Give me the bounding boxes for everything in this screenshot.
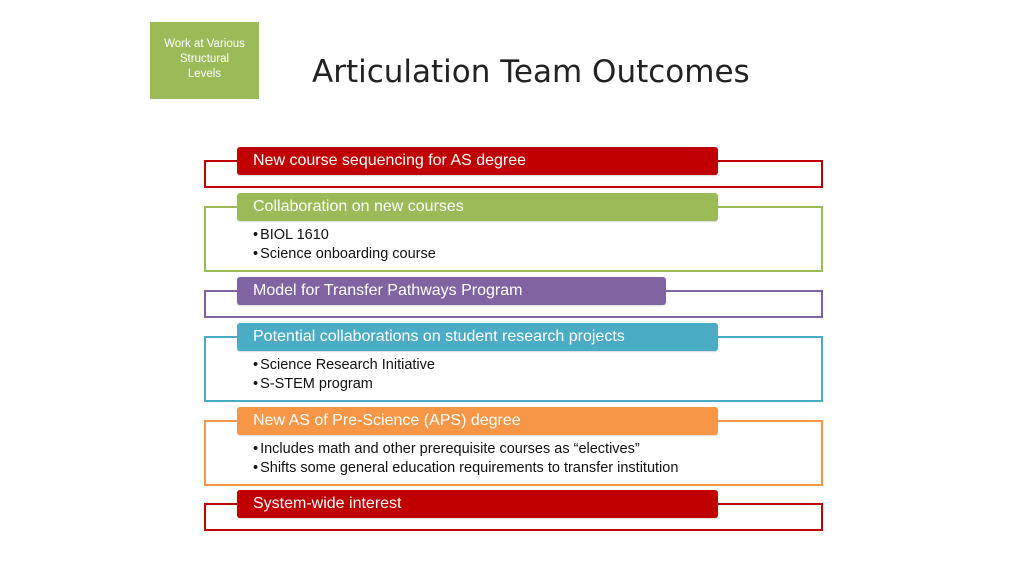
bullet-item: S-STEM program xyxy=(253,375,435,394)
slide-title: Articulation Team Outcomes xyxy=(312,54,750,90)
structural-levels-badge: Work at Various Structural Levels xyxy=(150,22,259,99)
outcome-bullets: BIOL 1610 Science onboarding course xyxy=(253,226,436,264)
outcome-header: System-wide interest xyxy=(237,490,718,518)
bullet-item: Science Research Initiative xyxy=(253,356,435,375)
outcome-header: New course sequencing for AS degree xyxy=(237,147,718,175)
outcome-bullets: Includes math and other prerequisite cou… xyxy=(253,440,678,478)
outcome-header: New AS of Pre-Science (APS) degree xyxy=(237,407,718,435)
outcome-header: Collaboration on new courses xyxy=(237,193,718,221)
outcome-bullets: Science Research Initiative S-STEM progr… xyxy=(253,356,435,394)
outcome-header: Model for Transfer Pathways Program xyxy=(237,277,666,305)
badge-line: Levels xyxy=(187,68,222,80)
bullet-item: Shifts some general education requiremen… xyxy=(253,459,678,478)
bullet-item: Includes math and other prerequisite cou… xyxy=(253,440,678,459)
bullet-item: BIOL 1610 xyxy=(253,226,436,245)
bullet-item: Science onboarding course xyxy=(253,245,436,264)
badge-line: Work at Various xyxy=(164,38,245,50)
badge-line: Structural xyxy=(179,53,230,65)
outcome-header: Potential collaborations on student rese… xyxy=(237,323,718,351)
